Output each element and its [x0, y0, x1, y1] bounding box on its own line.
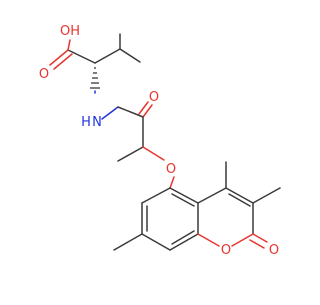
- bond: [231, 233, 254, 247]
- bond: [141, 233, 171, 251]
- valine-fragment: [49, 33, 144, 120]
- acid-carbonyl-oxygen-label: O: [39, 67, 49, 82]
- bond: [142, 104, 153, 118]
- bond: [117, 146, 144, 162]
- amide-nitrogen-label: N: [92, 115, 102, 130]
- bond: [252, 233, 268, 243]
- bond: [228, 193, 251, 207]
- bond: [169, 233, 199, 251]
- bond: [113, 233, 143, 251]
- ether-oxygen-label: O: [166, 162, 176, 177]
- stereo-hash-bond: [90, 67, 100, 89]
- bond: [169, 187, 199, 204]
- bond: [67, 49, 96, 64]
- bond: [171, 193, 195, 207]
- bond: [225, 187, 254, 204]
- bond: [101, 106, 119, 120]
- bond: [49, 49, 69, 66]
- bond: [67, 39, 71, 51]
- bond: [94, 48, 121, 64]
- molecule-canvas: OH O N H O O O O: [39, 24, 281, 258]
- bond: [142, 146, 165, 161]
- bond: [169, 176, 175, 189]
- bond: [138, 101, 149, 115]
- bond: [252, 187, 281, 204]
- lactone-carbonyl-oxygen-label: O: [269, 243, 279, 258]
- bond: [249, 239, 265, 249]
- amide-hydrogen-label: H: [81, 115, 91, 130]
- structure-diagram: OH O N H O O O O: [39, 24, 281, 258]
- bond: [197, 187, 227, 204]
- bond: [197, 233, 220, 247]
- bond: [119, 48, 141, 63]
- atom-labels: OH O N H O O O O: [39, 24, 279, 258]
- bond: [53, 53, 73, 70]
- linker-fragment: [117, 101, 175, 189]
- coumarin-fragment: [113, 161, 281, 251]
- amide-carbonyl-oxygen-label: O: [149, 90, 159, 105]
- bond: [171, 230, 195, 245]
- ring-oxygen-label: O: [221, 243, 231, 258]
- bond: [141, 187, 171, 204]
- hydroxyl-label: OH: [60, 24, 80, 39]
- bond: [117, 106, 144, 118]
